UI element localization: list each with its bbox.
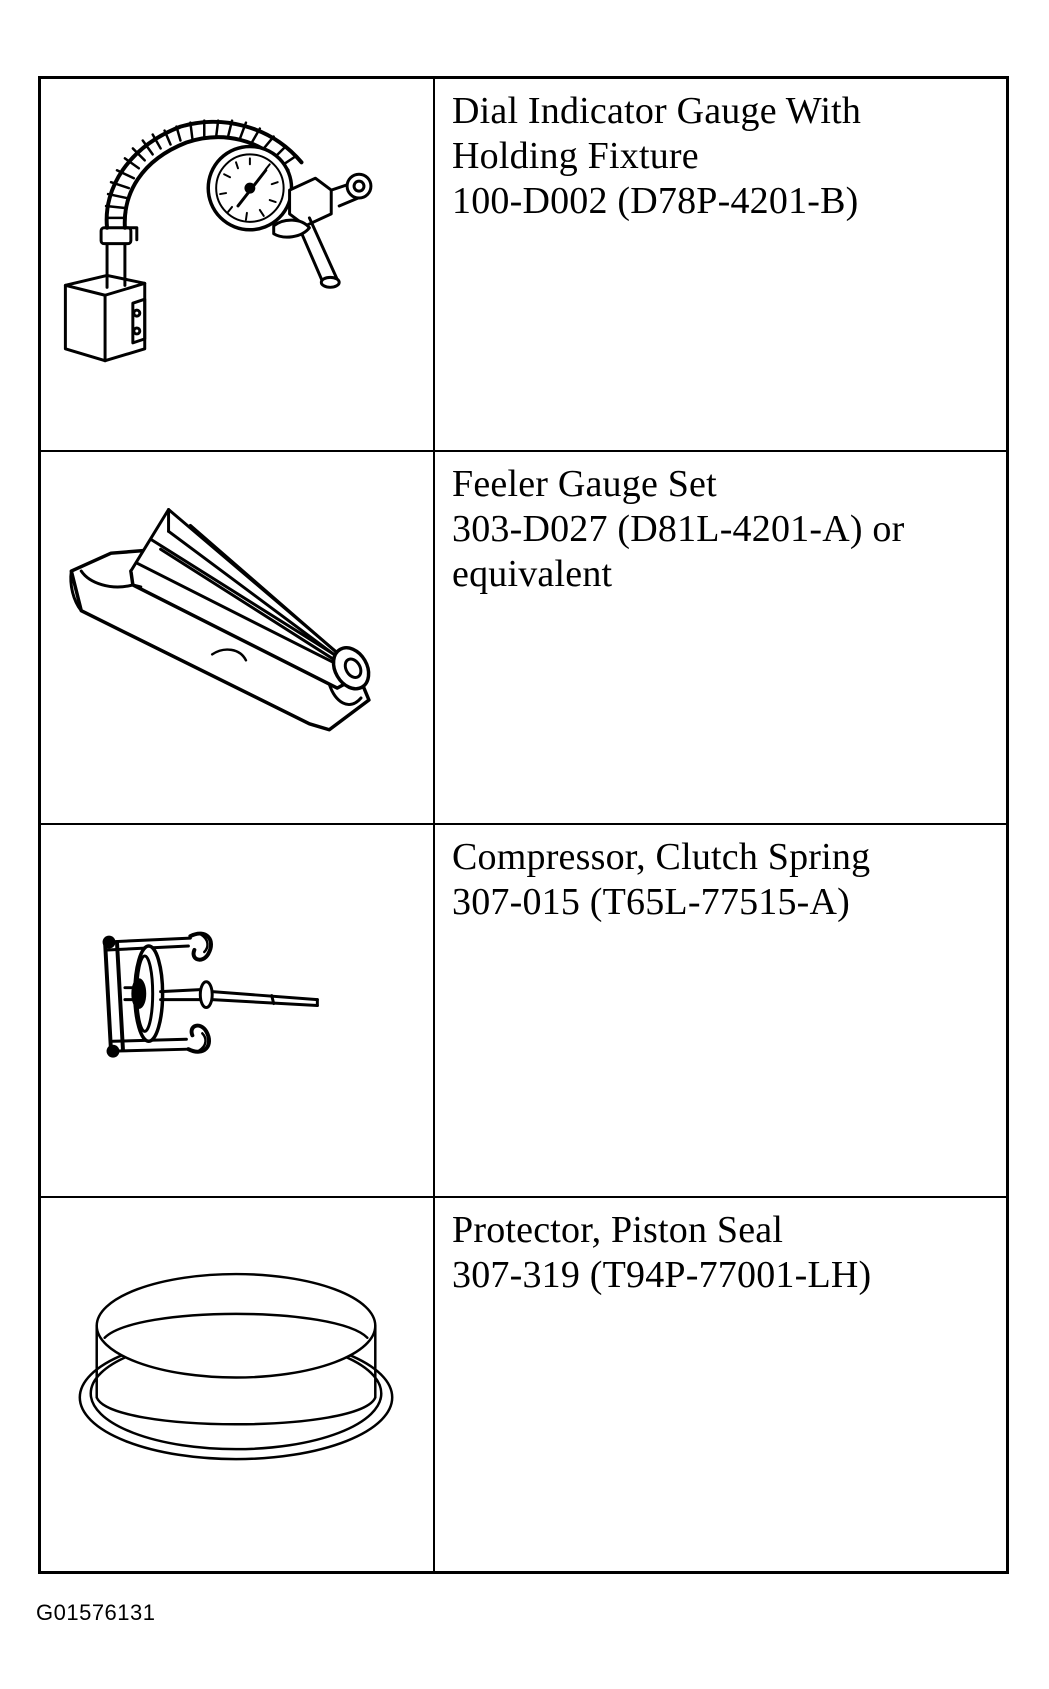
tool-number: 100-D002 (D78P-4201-B) [452,180,859,222]
dial-indicator-gauge-icon [63,119,373,363]
tool-name-line-1: Dial Indicator Gauge With [452,90,862,132]
tool-name-line-1: Feeler Gauge Set [452,463,717,505]
tool-image-cell [41,825,435,1198]
tool-description: Dial Indicator Gauge With Holding Fixtur… [435,79,1006,452]
tool-description: Protector, Piston Seal 307-319 (T94P-770… [435,1198,1006,1571]
tool-name-line-1: Compressor, Clutch Spring [452,836,871,878]
tool-number: 303-D027 (D81L-4201-A) or [452,508,905,550]
tool-image-cell [41,79,435,452]
special-tools-table: Dial Indicator Gauge With Holding Fixtur… [38,76,1009,1574]
tool-description: Feeler Gauge Set 303-D027 (D81L-4201-A) … [435,452,1006,825]
tool-number: 307-015 (T65L-77515-A) [452,881,851,923]
figure-id: G01576131 [36,1600,156,1625]
tool-name-line-1: Protector, Piston Seal [452,1209,784,1251]
tool-image-cell [41,1198,435,1571]
tool-name-line-2: Holding Fixture [452,135,699,177]
tool-image-cell [41,452,435,825]
clutch-spring-compressor-icon [102,931,319,1058]
feeler-gauge-set-icon [69,508,371,732]
piston-seal-protector-icon [78,1272,394,1461]
tool-number: 307-319 (T94P-77001-LH) [452,1254,872,1296]
tool-description: Compressor, Clutch Spring 307-015 (T65L-… [435,825,1006,1198]
tool-name-line-3: equivalent [452,553,613,595]
